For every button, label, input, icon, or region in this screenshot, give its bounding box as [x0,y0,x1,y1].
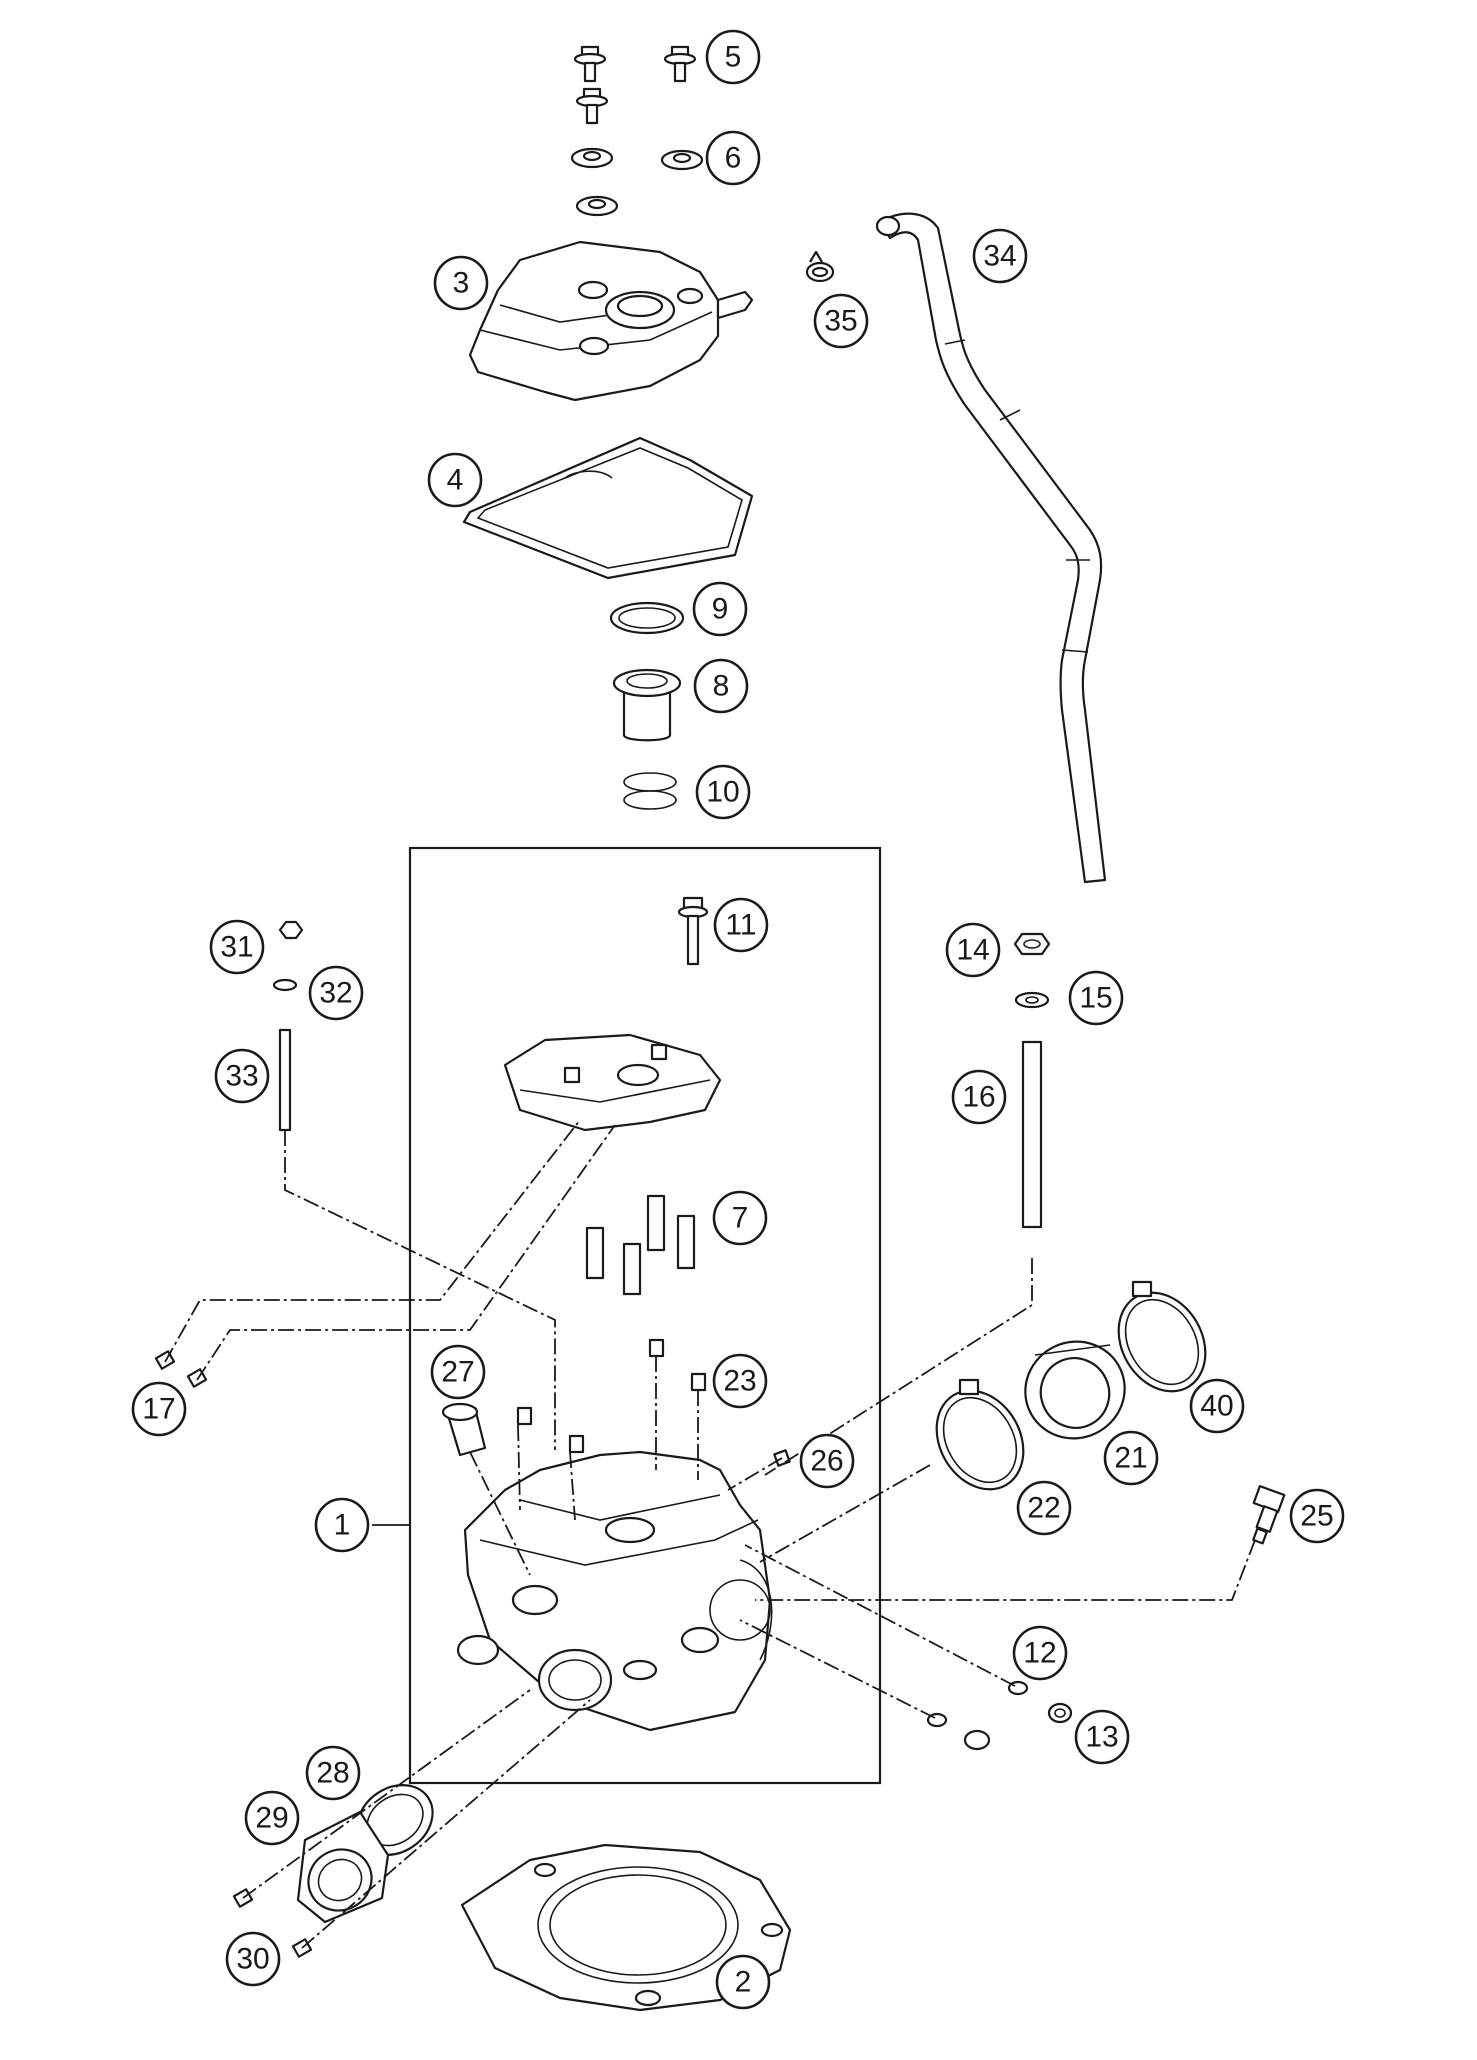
callout-34: 34 [972,228,1028,284]
svg-text:1: 1 [334,1509,351,1542]
part-8-plug-tube [612,668,682,742]
callout-4: 4 [427,452,483,508]
part-5-screws [573,45,697,125]
callout-26: 26 [799,1433,855,1489]
svg-text:9: 9 [712,593,729,626]
svg-text:40: 40 [1200,1390,1233,1423]
svg-text:23: 23 [723,1365,756,1398]
part-14-nut [1013,932,1051,956]
part-34-breather-hose [875,212,1107,884]
callout-6: 6 [705,130,761,186]
part-16-stud [1021,1040,1043,1229]
assembly-frame [408,846,882,1785]
svg-text:33: 33 [225,1060,258,1093]
svg-text:4: 4 [447,464,464,497]
callout-9: 9 [692,581,748,637]
part-9-seal-ring [609,601,685,635]
callout-16: 16 [951,1069,1007,1125]
part-2-head-gasket [460,1843,792,2012]
part-3-valve-cover [468,240,754,402]
camshaft-bearing-bridge [503,1033,722,1132]
leader-lines [164,1119,1256,1949]
svg-text:32: 32 [319,977,352,1010]
svg-text:11: 11 [725,909,756,942]
svg-text:28: 28 [316,1757,349,1790]
part-35-hose-clamp [805,250,835,283]
part-17-bolts [154,1350,208,1388]
callout-labels: 5 6 3 35 34 4 9 8 10 11 31 32 33 14 15 1… [131,29,1345,2010]
callout-8: 8 [693,658,749,714]
part-25-temperature-sensor [1252,1484,1286,1545]
callout-27: 27 [430,1344,486,1400]
part-31-nut [278,920,304,940]
svg-text:5: 5 [725,41,742,74]
callout-31: 31 [209,919,265,975]
callout-30: 30 [225,1931,281,1987]
callout-15: 15 [1068,970,1124,1026]
part-4-cover-gasket [462,436,754,580]
callout-21: 21 [1103,1430,1159,1486]
svg-text:34: 34 [983,240,1016,273]
svg-text:13: 13 [1085,1721,1118,1754]
svg-text:7: 7 [732,1202,749,1235]
callout-13: 13 [1074,1709,1130,1765]
callout-35: 35 [813,293,869,349]
callout-5: 5 [705,29,761,85]
svg-text:17: 17 [142,1393,175,1426]
callout-23: 23 [712,1353,768,1409]
svg-text:10: 10 [706,776,739,809]
callout-25: 25 [1289,1488,1345,1544]
callout-3: 3 [433,255,489,311]
callout-12: 12 [1012,1625,1068,1681]
callout-17: 17 [131,1381,187,1437]
callout-2: 2 [715,1954,771,2010]
callout-40: 40 [1189,1378,1245,1434]
part-1-cylinder-head [456,1450,773,1732]
svg-text:2: 2 [735,1966,752,1999]
callout-10: 10 [695,764,751,820]
callout-7: 7 [712,1190,768,1246]
svg-text:25: 25 [1300,1500,1333,1533]
callout-32: 32 [308,965,364,1021]
svg-text:22: 22 [1027,1492,1060,1525]
svg-text:14: 14 [956,934,989,967]
part-11-bolt [677,896,709,966]
svg-text:31: 31 [220,931,253,964]
svg-text:21: 21 [1114,1442,1147,1475]
part-40-clamp [1117,1280,1207,1393]
part-6-washers [570,147,704,217]
part-23-dowels [516,1338,707,1454]
part-7-valve-guides [585,1194,696,1296]
svg-text:35: 35 [824,305,857,338]
callout-11: 11 [713,897,769,953]
callout-33: 33 [214,1048,270,1104]
part-27-plug [441,1402,487,1457]
screw-with-washer [926,1712,991,1751]
callout-14: 14 [945,922,1001,978]
callout-22: 22 [1016,1480,1072,1536]
svg-text:30: 30 [236,1943,269,1976]
part-32-washer [272,978,298,992]
part-21-intake-boot [1024,1340,1126,1440]
svg-text:3: 3 [453,267,470,300]
svg-text:15: 15 [1079,982,1112,1015]
svg-text:29: 29 [255,1802,288,1835]
part-22-clamp [935,1378,1025,1491]
callout-28: 28 [305,1745,361,1801]
callout-29: 29 [244,1790,300,1846]
part-33-stud [278,1028,292,1132]
part-13-plug-screw [1047,1702,1073,1724]
svg-text:27: 27 [441,1356,474,1389]
svg-text:12: 12 [1023,1637,1056,1670]
svg-text:6: 6 [725,142,742,175]
part-15-washer [1014,991,1050,1009]
svg-text:8: 8 [713,670,730,703]
svg-text:26: 26 [810,1445,843,1478]
part-10-o-rings [623,772,677,810]
callout-1: 1 [314,1497,370,1553]
svg-text:16: 16 [962,1081,995,1114]
